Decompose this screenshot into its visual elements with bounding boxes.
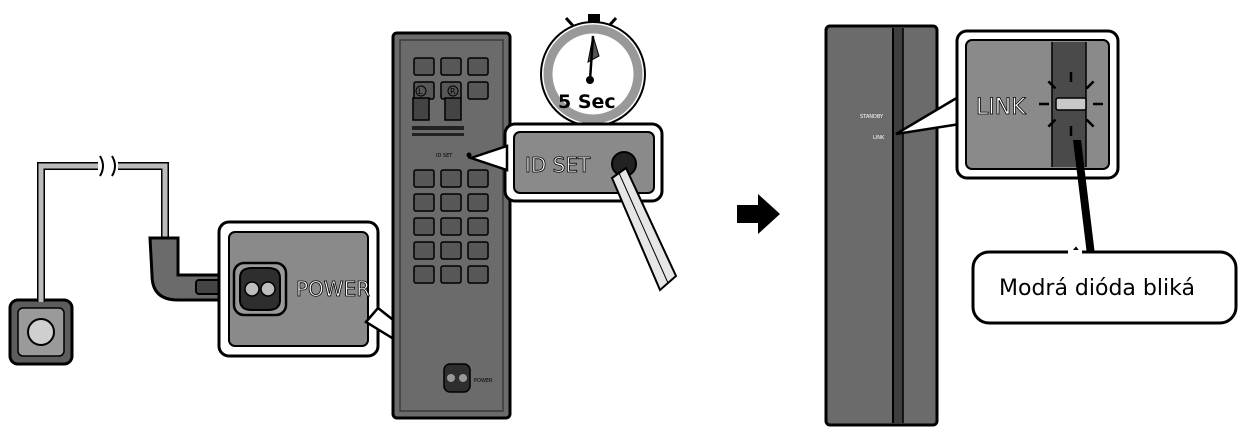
id-set-callout-label: ID SET	[525, 153, 591, 177]
led-blink-icon	[1039, 72, 1103, 136]
stopwatch-icon: 5 Sec	[540, 14, 646, 127]
rear-id-set-hole	[466, 152, 472, 158]
vent-slot	[467, 57, 489, 76]
link-callout: LINK	[955, 29, 1120, 180]
wall-outlet-icon	[8, 298, 74, 366]
vent-slot	[413, 265, 435, 284]
led-note-callout: Modrá dióda bliká	[971, 140, 1238, 325]
rear-power-socket	[443, 363, 471, 393]
vent-slot	[467, 217, 489, 236]
led-ray	[1047, 118, 1057, 128]
vent-slot	[413, 169, 435, 188]
power-callout: POWER	[217, 220, 380, 358]
vent-slot	[440, 57, 462, 76]
vent-slot	[413, 57, 435, 76]
rear-power-label: POWER	[474, 378, 493, 384]
optical-left-label: L	[418, 87, 423, 96]
id-set-callout-pointer	[467, 144, 509, 172]
standby-small-label: STANDBY	[860, 114, 884, 120]
power-socket-icon	[232, 261, 288, 317]
id-set-callout: ID SET	[503, 122, 664, 203]
timer-label: 5 Sec	[558, 91, 616, 113]
vent-slot	[440, 241, 462, 260]
vent-slot	[467, 81, 489, 100]
optical-right-label: R	[450, 87, 456, 96]
rear-id-set-label: ID SET	[436, 153, 453, 159]
vent-slot	[467, 169, 489, 188]
vent-slot	[413, 241, 435, 260]
vent-slot	[440, 193, 462, 212]
vent-slot	[413, 81, 435, 100]
soundbar-side: STANDBY LINK	[824, 24, 939, 427]
vent-grid	[413, 57, 489, 284]
power-cable	[37, 155, 169, 302]
led-ray	[1085, 80, 1095, 90]
vent-slot	[440, 265, 462, 284]
vent-slot	[440, 217, 462, 236]
vent-slot	[440, 169, 462, 188]
optical-inputs: L R	[412, 85, 462, 121]
power-callout-label: POWER	[296, 277, 370, 301]
led-note-text: Modrá dióda bliká	[999, 276, 1195, 301]
led-ray	[1047, 80, 1057, 90]
vent-slot	[467, 193, 489, 212]
vent-slot	[467, 265, 489, 284]
link-callout-label: LINK	[976, 95, 1026, 120]
vent-slot	[467, 241, 489, 260]
arrow-right-icon	[737, 194, 780, 234]
vent-slot	[413, 193, 435, 212]
vent-slot	[413, 217, 435, 236]
link-small-label: LINK	[873, 135, 885, 141]
pen-icon	[610, 166, 678, 292]
led-ray	[1085, 118, 1095, 128]
subwoofer-rear-panel: L R ID SET POWER	[391, 31, 512, 420]
